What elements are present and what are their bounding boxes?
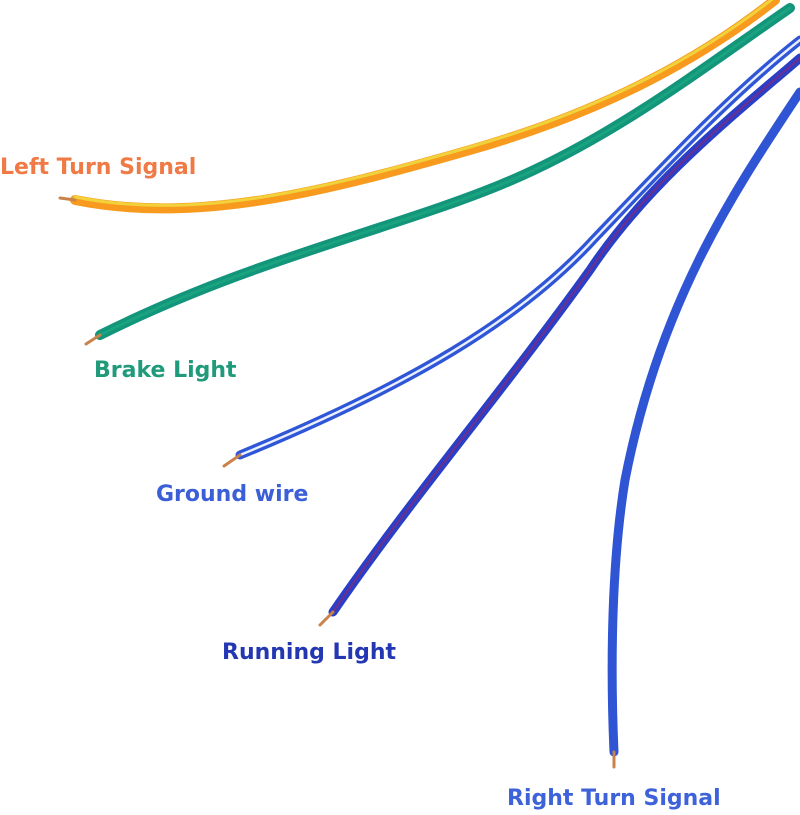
wire-insulation (70, 0, 780, 214)
wire-copper-tip (84, 333, 102, 346)
wire-left-turn-signal (58, 0, 780, 214)
label-brake-light: Brake Light (94, 358, 237, 383)
wire-insulation (328, 53, 800, 617)
wire-copper-tip (222, 453, 242, 468)
wire-stripe (98, 6, 792, 337)
wire-insulation (607, 87, 800, 757)
wire-stripe (238, 38, 800, 457)
wire-stripe (73, 0, 774, 207)
wire-running-light (318, 53, 800, 627)
label-right-turn-signal: Right Turn Signal (507, 786, 721, 811)
wire-copper-tip (318, 610, 335, 627)
label-running-light: Running Light (222, 640, 397, 665)
label-left-turn-signal: Left Turn Signal (0, 155, 197, 180)
label-ground-wire: Ground wire (156, 482, 309, 507)
wire-copper-tip (58, 196, 77, 202)
wire-ground (222, 35, 800, 468)
wire-brake-light (84, 3, 795, 346)
wire-right-turn-signal (607, 87, 800, 769)
wire-stripe (331, 56, 800, 614)
